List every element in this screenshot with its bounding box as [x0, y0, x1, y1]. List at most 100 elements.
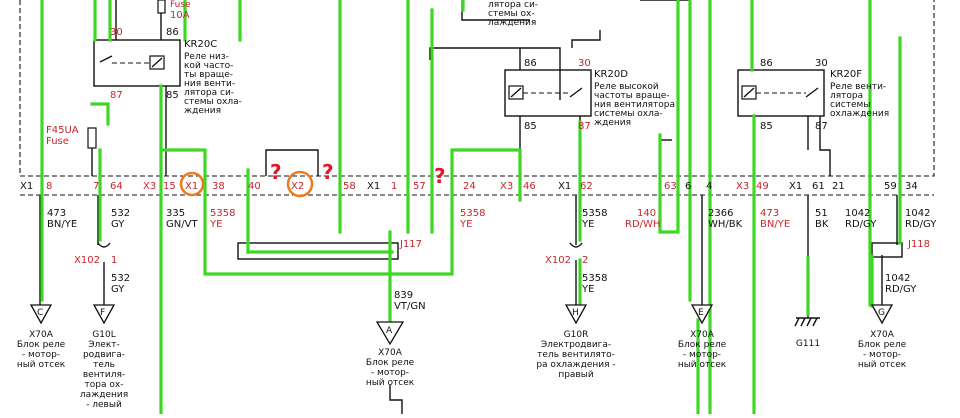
svg-text:Элект-: Элект-	[88, 340, 120, 350]
wire-51-num: 51	[815, 208, 828, 219]
conn-pin-24: 24	[463, 181, 476, 192]
fuse-top-labels: Fuse 10A	[170, 0, 191, 21]
conn-x1-circled: X1	[185, 181, 198, 192]
wire-473-b-color: BN/YE	[760, 219, 790, 230]
relay-d-desc-0: Реле высокой	[594, 82, 659, 92]
relay-f-switch	[805, 87, 819, 98]
relay-d-switch	[569, 87, 583, 98]
relay-c-switch	[99, 55, 113, 63]
fuse-f45ua-id: F45UA	[46, 125, 79, 136]
conn-pin-64: 64	[110, 181, 123, 192]
relay-c-desc-2: ты враще-	[184, 70, 233, 80]
relay-d-desc-3: системы охла-	[594, 109, 663, 119]
svg-text:тель: тель	[93, 360, 115, 370]
wire-1042-a-color: RD/GY	[845, 219, 877, 230]
wire-1042-low-color: RD/GY	[885, 284, 917, 295]
marker-c: C	[29, 304, 53, 325]
wire-140-color: RD/WH	[625, 219, 660, 230]
relay-d-desc-1: частоты враще-	[594, 91, 670, 101]
svg-text:родвига-: родвига-	[83, 350, 125, 360]
wire-1042-b-color: RD/GY	[905, 219, 937, 230]
x102-left-wire-color: GY	[111, 284, 125, 295]
relay-f-pin-30: 30	[815, 58, 828, 69]
fuse-top-rating: 10A	[170, 10, 190, 21]
ground-symbol	[794, 317, 820, 327]
conn-pin-4: 4	[706, 181, 712, 192]
svg-text:Блок реле: Блок реле	[858, 340, 907, 350]
top-note-2: лаждения	[488, 18, 536, 28]
svg-text:правый: правый	[558, 370, 594, 380]
marker-a: A	[375, 321, 405, 346]
conn-pin-1: 1	[391, 181, 397, 192]
relay-c-desc-4: лятора си-	[184, 88, 234, 98]
svg-text:Блок реле: Блок реле	[17, 340, 66, 350]
relay-c-desc-6: ждения	[184, 106, 221, 116]
svg-text:G: G	[878, 308, 885, 318]
conn-pin-21: 21	[832, 181, 845, 192]
wire-5358-a-num: 5358	[210, 208, 235, 219]
component-g10l: G10L Элект- родвига- тель вентиля- тора …	[80, 330, 128, 410]
conn-pin-6: 6	[685, 181, 691, 192]
svg-text:лаждения: лаждения	[80, 390, 128, 400]
relay-d-labels: 86 30 85 87 KR20D Реле высокой частоты в…	[524, 58, 675, 132]
x102-right-wire-color: YE	[581, 284, 594, 295]
conn-pin-63: 63	[664, 181, 677, 192]
relay-d-desc-2: ния вентилятора	[594, 100, 675, 110]
wire-335-num: 335	[166, 208, 185, 219]
wire-1042-low-num: 1042	[885, 273, 910, 284]
wire-1042-a-num: 1042	[845, 208, 870, 219]
relay-f-pin-87: 87	[815, 121, 828, 132]
svg-text:G10L: G10L	[92, 330, 115, 340]
conn-pin-40: 40	[248, 181, 261, 192]
j117-splice	[237, 242, 399, 260]
x102-right-id: X102	[545, 255, 571, 266]
svg-text:E: E	[698, 308, 704, 318]
component-x70a-g: X70A Блок реле - мотор- ный отсек	[858, 330, 907, 370]
svg-text:- мотор-: - мотор-	[371, 368, 409, 378]
svg-text:X70A: X70A	[378, 348, 403, 358]
svg-text:- мотор-: - мотор-	[863, 350, 901, 360]
x102-right-wire-num: 5358	[582, 273, 607, 284]
highlighted-wires	[40, 0, 902, 416]
relay-f-id: KR20F	[830, 69, 862, 80]
relay-c-pin-87: 87	[110, 90, 123, 101]
wire-335-color: GN/VT	[166, 219, 198, 230]
marker-f: F	[92, 304, 116, 325]
wire-1042-b-num: 1042	[905, 208, 930, 219]
wire-532-num: 532	[111, 208, 130, 219]
fuse-f45ua-label: Fuse	[46, 136, 69, 147]
question-mark-2: ?	[322, 160, 334, 184]
svg-text:A: A	[386, 326, 393, 336]
relay-c-labels: 30 86 87 85 KR20C Реле низ- кой часто- т…	[110, 27, 242, 116]
top-note: лятора си- стемы ох- лаждения	[488, 0, 538, 28]
x102-right-connector	[569, 242, 583, 248]
connector-markers: C F A H E G	[29, 304, 894, 346]
relay-d-pin-87: 87	[578, 121, 591, 132]
relay-f-labels: 86 30 85 87 KR20F Реле венти- лятора сис…	[760, 58, 889, 132]
svg-text:тель вентилято-: тель вентилято-	[537, 350, 615, 360]
conn-x3-c: X3	[736, 181, 749, 192]
svg-text:ный отсек: ный отсек	[858, 360, 907, 370]
svg-text:ный отсек: ный отсек	[17, 360, 66, 370]
svg-text:C: C	[37, 308, 43, 318]
j118-label: J118	[907, 239, 930, 250]
x102-left-wire-num: 532	[111, 273, 130, 284]
conn-x1: X1	[20, 181, 33, 192]
conn-x3: X3	[143, 181, 156, 192]
relay-f-desc-0: Реле венти-	[830, 82, 886, 92]
relay-c-pin-86: 86	[166, 27, 179, 38]
svg-text:тора ох-: тора ох-	[85, 380, 124, 390]
relay-d-pin-86: 86	[524, 58, 537, 69]
wire-473-color: BN/YE	[47, 219, 77, 230]
svg-text:- мотор-: - мотор-	[22, 350, 60, 360]
relay-f-desc-1: лятора	[830, 91, 863, 101]
question-marks: ? ? ?	[270, 160, 446, 188]
conn-pin-8: 8	[46, 181, 52, 192]
svg-text:Блок реле: Блок реле	[366, 358, 415, 368]
component-x70a-a: X70A Блок реле - мотор- ный отсек	[366, 348, 415, 388]
conn-x1-c: X1	[558, 181, 571, 192]
conn-pin-62: 62	[580, 181, 593, 192]
svg-text:ный отсек: ный отсек	[366, 378, 415, 388]
wire-839-color: VT/GN	[394, 301, 426, 312]
